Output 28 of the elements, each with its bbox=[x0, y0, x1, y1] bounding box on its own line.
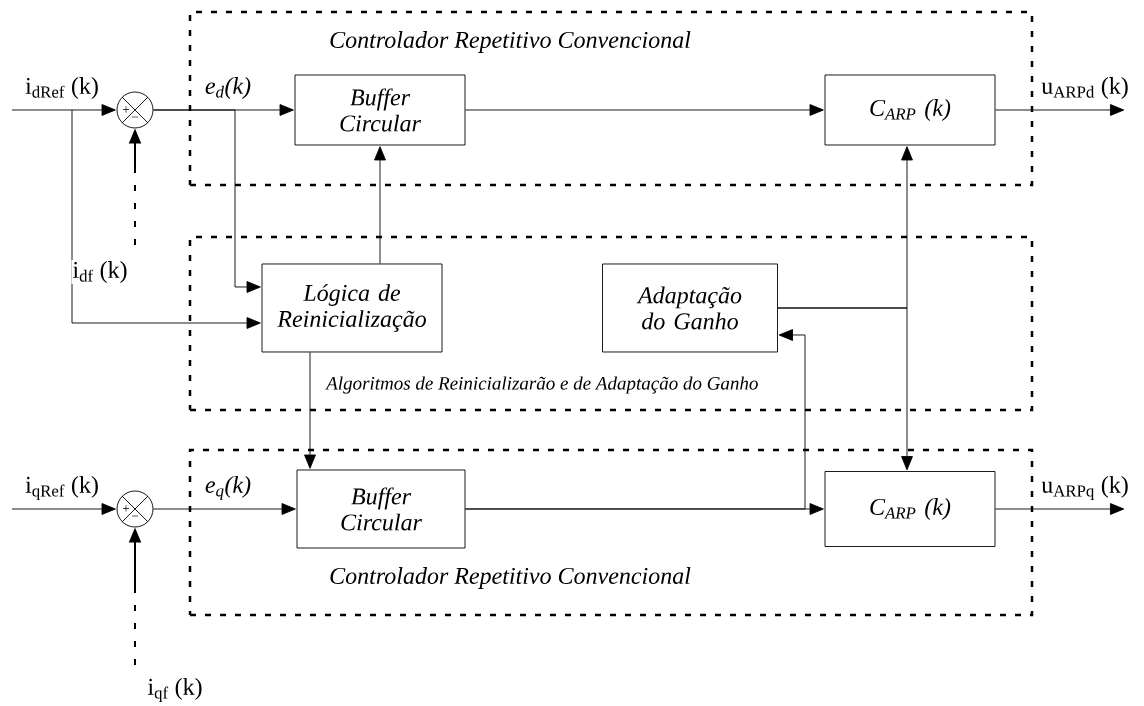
block-box: Buffer Circular bbox=[296, 469, 466, 549]
arrow bbox=[465, 503, 824, 515]
arrow bbox=[153, 109, 261, 293]
signal-label: i$_{qf}$ (k) bbox=[146, 677, 204, 703]
signal-label: u$_{ARPq}$ (k) bbox=[1040, 475, 1130, 501]
summing-junction: + − bbox=[116, 91, 154, 129]
arrow bbox=[465, 104, 824, 116]
block-box: Lógica de Reinicialização bbox=[261, 263, 443, 353]
arrow bbox=[995, 503, 1125, 515]
block-box: C$_{ARP}$ (k) bbox=[824, 471, 996, 547]
arrow bbox=[11, 104, 116, 116]
block-box: C$_{ARP}$ (k) bbox=[824, 74, 996, 146]
block-box: Adaptação do Ganho bbox=[602, 263, 778, 353]
signal-label: e$_{q}$(k) bbox=[203, 475, 253, 501]
arrow bbox=[304, 352, 316, 469]
signal-label: i$_{df}$ (k) bbox=[71, 260, 129, 284]
arrow bbox=[777, 307, 913, 471]
arrow bbox=[153, 503, 296, 515]
signal-label: u$_{ARPd}$ (k) bbox=[1040, 76, 1130, 100]
signal-label: e$_{d}$(k) bbox=[203, 76, 253, 100]
arrow bbox=[71, 109, 261, 329]
summing-junction: + − bbox=[116, 490, 154, 528]
arrow bbox=[374, 146, 386, 264]
signal-label: i$_{qRef}$ (k) bbox=[24, 475, 100, 501]
arrow bbox=[995, 104, 1125, 116]
arrow bbox=[11, 503, 116, 515]
signal-label: i$_{dRef}$ (k) bbox=[24, 76, 100, 100]
block-box: Buffer Circular bbox=[294, 74, 466, 146]
